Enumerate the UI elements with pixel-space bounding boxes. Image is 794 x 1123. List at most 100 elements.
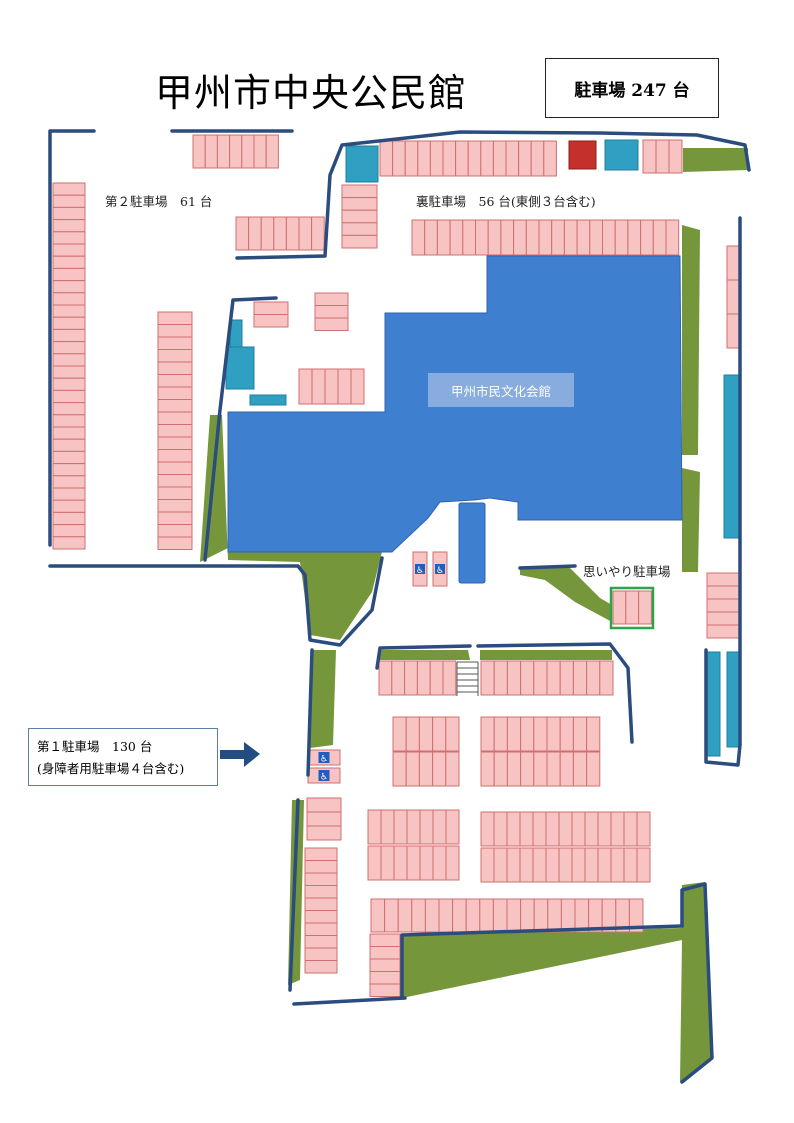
- parking-stall: [610, 847, 625, 883]
- main-building: [227, 255, 683, 584]
- wheelchair-icon: [318, 770, 330, 781]
- parking-stall: [513, 219, 527, 256]
- parking-stall: [726, 279, 741, 315]
- parking-stall: [445, 845, 460, 881]
- parking-stall: [52, 206, 86, 221]
- parking-stall: [324, 368, 339, 405]
- parking-stall: [384, 898, 399, 933]
- parking-stall: [442, 140, 457, 177]
- parking-stall: [520, 716, 535, 752]
- parking-stall: [475, 219, 489, 256]
- parking-stall: [52, 389, 86, 404]
- parking-stall: [157, 424, 193, 438]
- parking-stall: [455, 140, 469, 177]
- parking-stall: [614, 219, 629, 256]
- parking-stall: [445, 716, 460, 752]
- parking-stall: [533, 751, 548, 787]
- green-area-front-left: [200, 415, 382, 640]
- wheelchair-symbol: ♿: [436, 566, 444, 576]
- wheelchair-icon: [415, 564, 425, 574]
- parking-stall: [369, 946, 401, 960]
- crosswalk: [456, 661, 479, 696]
- parking-stall: [52, 524, 86, 538]
- parking-stall: [306, 811, 342, 827]
- parking-stall: [500, 219, 515, 256]
- parking-stall: [341, 184, 378, 199]
- parking-stall: [636, 811, 651, 847]
- parking-stall: [432, 716, 447, 752]
- parking-stall: [52, 475, 86, 489]
- parking-stall: [547, 898, 562, 933]
- parking-stall: [52, 536, 86, 550]
- red-marker: [568, 140, 597, 170]
- parking-stall: [599, 660, 614, 696]
- back-lot-label: 裏駐車場 56 台(東側３台含む): [416, 194, 596, 209]
- parking-stall: [405, 751, 420, 787]
- parking-stall: [341, 222, 378, 236]
- parking-stall: [519, 847, 534, 883]
- parking-stall: [625, 590, 640, 625]
- parking-stall: [52, 402, 86, 416]
- parking-stall: [304, 885, 338, 899]
- parking-stall: [655, 139, 670, 174]
- parking-stall: [706, 598, 742, 613]
- parking-stall: [52, 487, 86, 501]
- parking-stall: [432, 751, 447, 787]
- green-area-row-top-right: [480, 650, 612, 660]
- parking-stall: [726, 313, 741, 349]
- parking-stall: [612, 590, 627, 625]
- parking-stall: [533, 898, 549, 933]
- parking-stall: [506, 847, 521, 883]
- parking-stall: [235, 216, 250, 251]
- parking-stall: [253, 301, 289, 315]
- parking-stall: [157, 336, 193, 350]
- parking-stall: [432, 845, 447, 881]
- parking-stall: [392, 751, 407, 787]
- parking-stall: [424, 219, 438, 256]
- parking-stall: [304, 910, 338, 924]
- parking-stall: [424, 898, 440, 933]
- parking-stall: [52, 231, 86, 245]
- parking-stalls: [52, 134, 742, 997]
- parking-stall: [432, 809, 447, 845]
- parking-stall: [370, 898, 386, 933]
- parking-stall: [304, 872, 338, 886]
- parking-stall: [506, 751, 522, 787]
- parking-stall: [391, 660, 406, 696]
- parking-stall: [429, 140, 444, 177]
- omoiyari-parking-outline: [609, 586, 655, 630]
- parking-stall: [563, 219, 578, 256]
- parking-stall: [726, 245, 741, 281]
- parking-stall: [52, 499, 86, 513]
- parking-stall: [157, 474, 193, 488]
- parking-stall: [367, 845, 382, 881]
- parking-stall: [397, 898, 413, 933]
- parking-stall: [668, 139, 683, 174]
- parking-stall: [52, 511, 86, 526]
- parking-stall: [52, 267, 86, 282]
- parking-stall: [241, 134, 255, 169]
- parking-stall: [546, 751, 561, 787]
- parking-stall: [157, 311, 193, 325]
- parking-stall: [586, 716, 601, 752]
- parking-stall: [642, 139, 657, 174]
- parking-stall: [379, 140, 394, 177]
- parking-stall: [418, 716, 434, 752]
- parking-stall: [52, 194, 86, 208]
- parking-stall: [52, 463, 86, 477]
- parking-stall: [493, 716, 508, 752]
- parking-stall: [419, 845, 434, 881]
- green-area-top-right: [683, 148, 748, 172]
- parking-stall: [506, 811, 521, 847]
- parking-stall: [157, 449, 193, 463]
- parking-stall: [576, 219, 591, 256]
- parking-stall: [610, 811, 625, 847]
- lot1-note: (身障者用駐車場４台含む): [37, 761, 185, 776]
- parking-stall: [532, 847, 547, 883]
- parking-stall: [378, 660, 393, 696]
- parking-stall: [546, 660, 561, 696]
- parking-stall: [559, 716, 574, 752]
- parking-stall: [406, 845, 421, 881]
- parking-stall: [706, 611, 742, 626]
